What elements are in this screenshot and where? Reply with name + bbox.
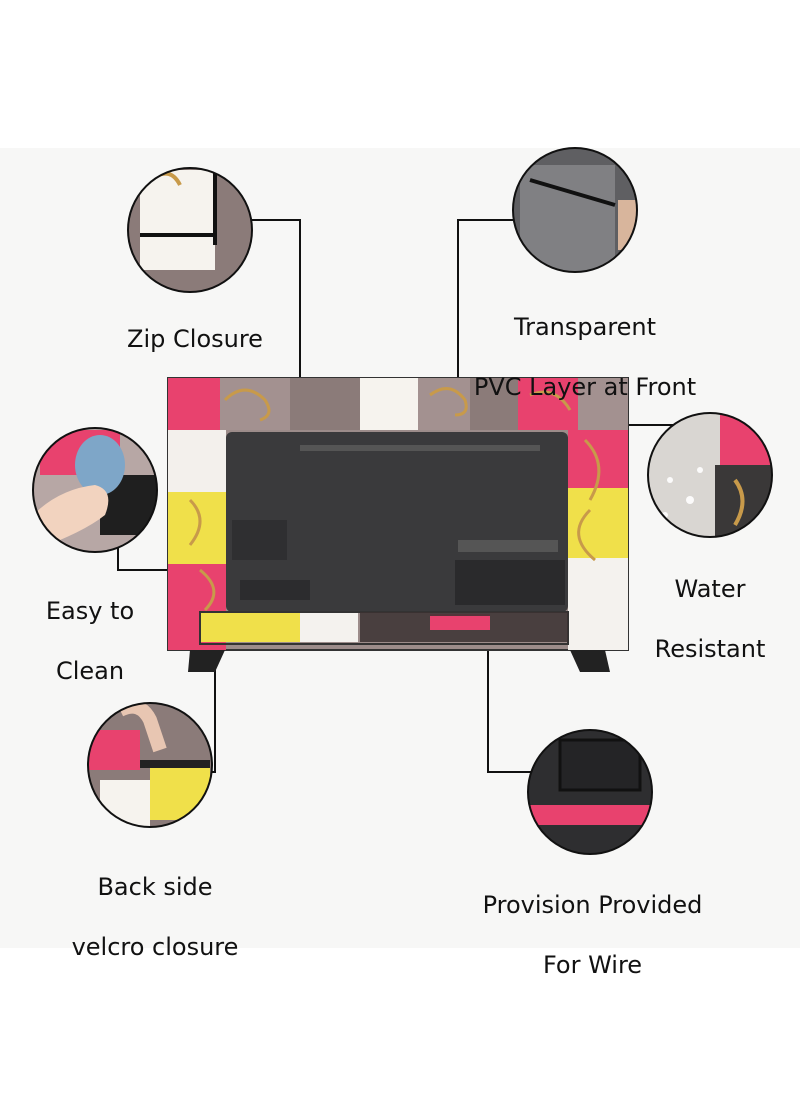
zip-closure-circle xyxy=(127,167,253,293)
easy-clean-line2: Clean xyxy=(55,657,125,685)
easy-clean-label: Easy to Clean xyxy=(25,566,155,716)
wire-line2: For Wire xyxy=(542,951,643,979)
wire-label: Provision Provided For Wire xyxy=(470,860,715,1010)
easy-clean-image xyxy=(33,428,157,552)
velcro-image xyxy=(88,703,212,827)
tv-cover xyxy=(167,377,629,672)
velcro-label: Back side velcro closure xyxy=(60,842,250,992)
easy-clean-circle xyxy=(32,427,158,553)
wire-provision-circle xyxy=(527,729,653,855)
velcro-circle xyxy=(87,702,213,828)
zip-closure-line1: Zip Closure xyxy=(127,325,263,353)
transparent-label: Transparent PVC Layer at Front xyxy=(470,282,700,432)
wire-provision-image xyxy=(528,730,652,854)
wire-line1: Provision Provided xyxy=(482,891,703,919)
velcro-line1: Back side xyxy=(97,873,213,901)
easy-clean-line1: Easy to xyxy=(45,597,135,625)
transparent-line1: Transparent xyxy=(513,313,657,341)
transparent-layer-circle xyxy=(512,147,638,273)
water-resistant-line2: Resistant xyxy=(654,635,766,663)
transparent-line2: PVC Layer at Front xyxy=(473,373,697,401)
transparent-layer-image xyxy=(513,148,637,272)
water-resistant-label: Water Resistant xyxy=(640,544,780,694)
zip-closure-image xyxy=(128,168,252,292)
water-resistant-circle xyxy=(647,412,773,538)
water-resistant-line1: Water xyxy=(674,575,746,603)
velcro-line2: velcro closure xyxy=(71,933,239,961)
zip-closure-label: Zip Closure xyxy=(110,294,280,384)
